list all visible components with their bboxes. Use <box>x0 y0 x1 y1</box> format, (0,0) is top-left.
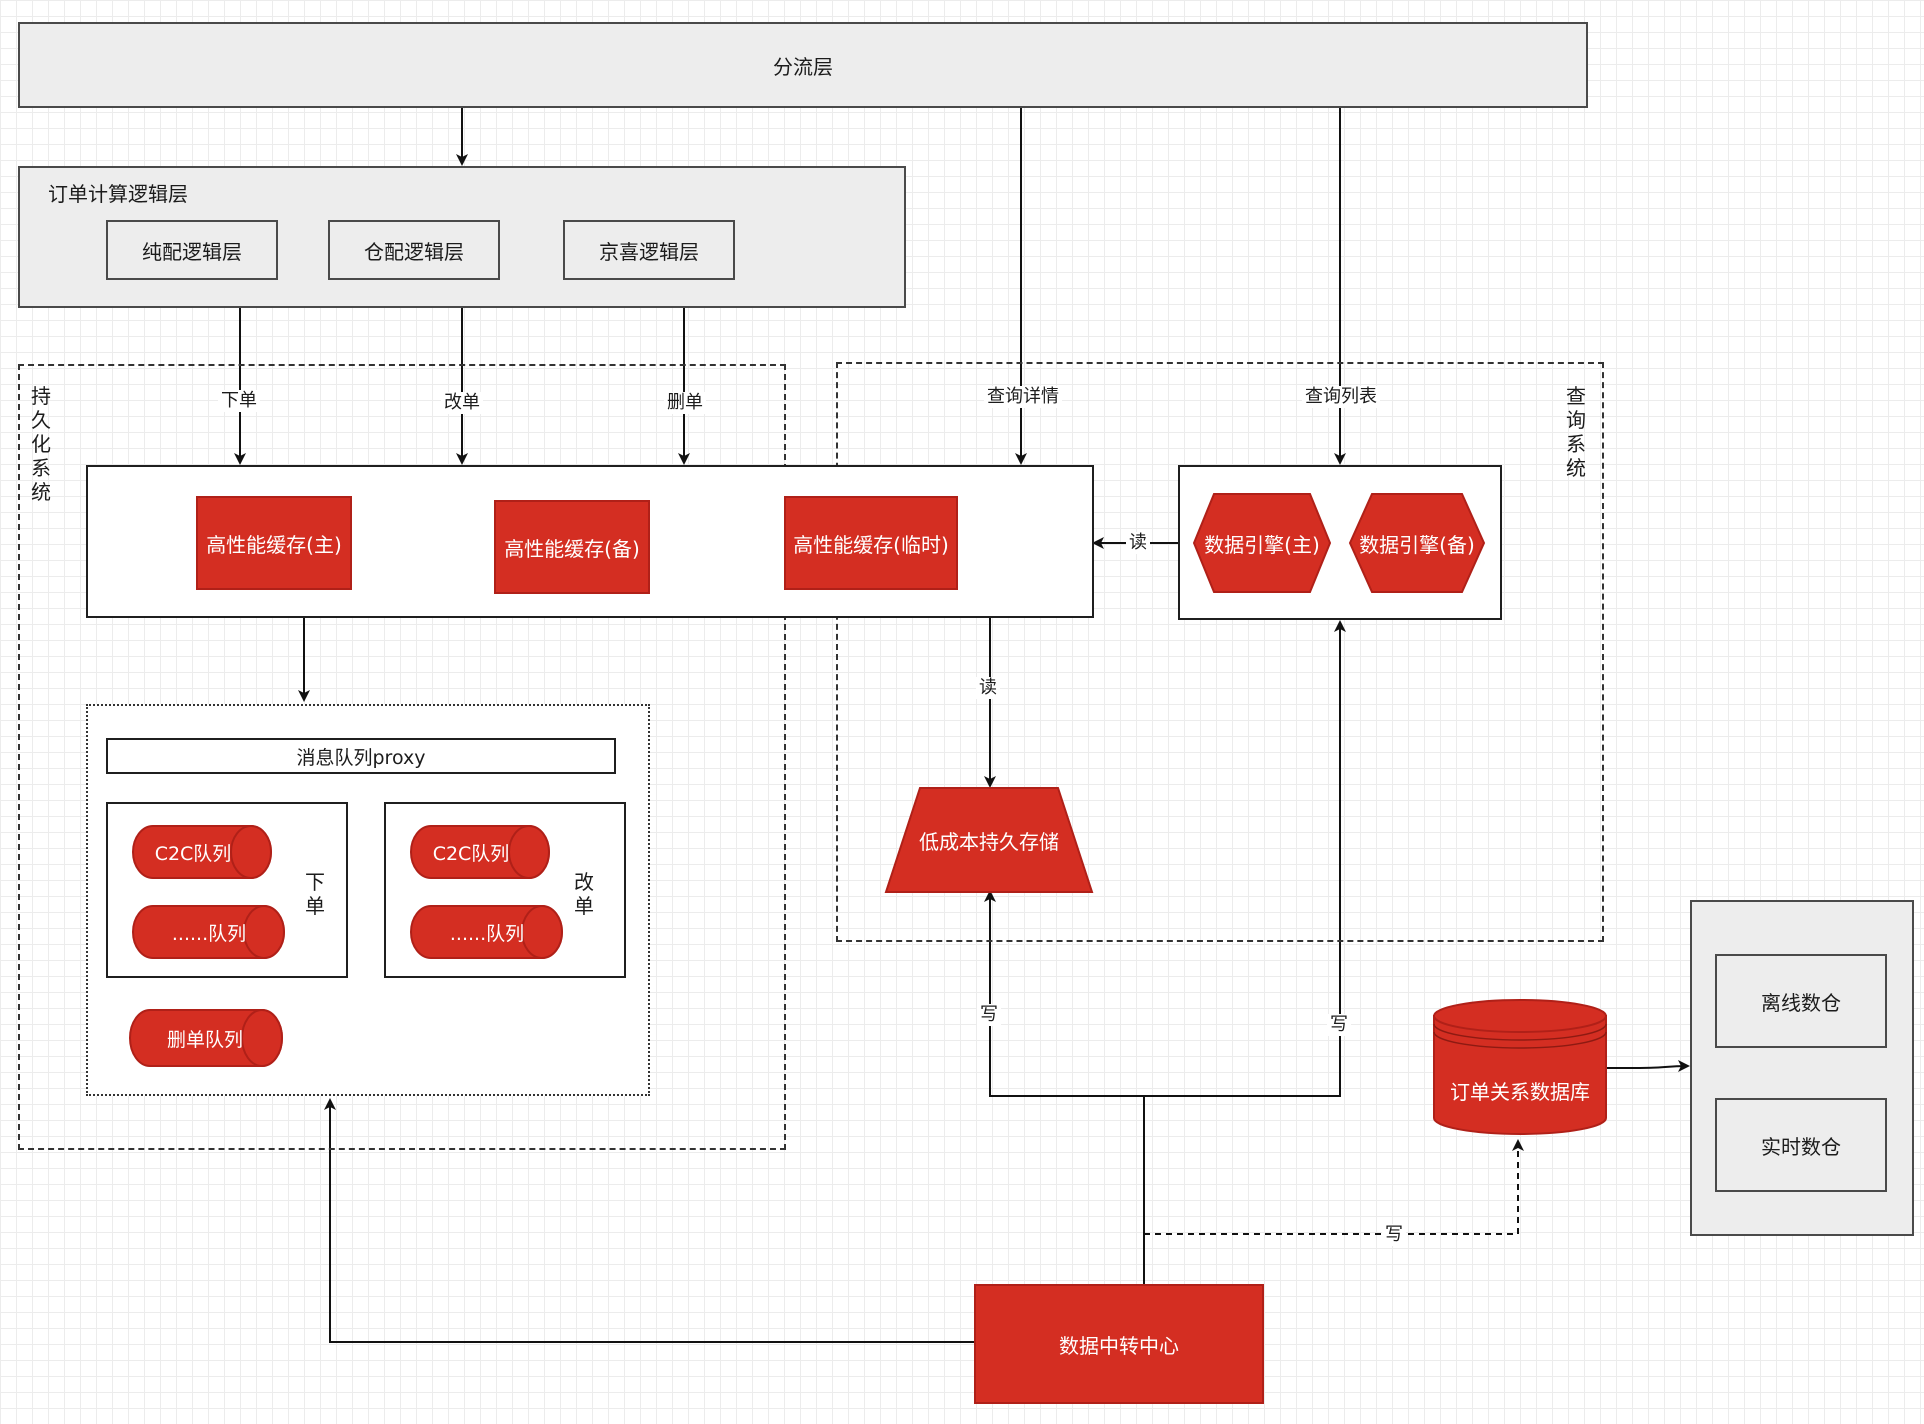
logic-jingxi: 京喜逻辑层 <box>563 220 735 280</box>
relation-db: 订单关系数据库 <box>1450 1079 1590 1104</box>
edge-db-to-warehouse <box>1606 1060 1690 1073</box>
data-transit-center: 数据中转中心 <box>974 1284 1264 1404</box>
edge-label-place-order: 下单 <box>218 390 260 412</box>
edge-label-write-storage: 写 <box>977 1004 1001 1026</box>
order-logic-layer-label: 订单计算逻辑层 <box>48 182 188 206</box>
query-system <box>836 362 1604 942</box>
queue-delete-order: 删单队列 <box>166 1028 243 1051</box>
queue-etc-place-order: ......队列 <box>171 922 247 945</box>
persistence-system <box>18 364 786 1150</box>
logic-pure-delivery: 纯配逻辑层 <box>106 220 278 280</box>
edge-label-write-engine: 写 <box>1327 1014 1351 1036</box>
engine-backup: 数据引擎(备) <box>1359 532 1475 557</box>
queue-c2c-place-order: C2C队列 <box>154 842 232 865</box>
cache-temporary: 高性能缓存(临时) <box>784 496 958 590</box>
edge-label-query-detail: 查询详情 <box>984 386 1062 408</box>
dispatch-layer-label: 分流层 <box>773 54 833 79</box>
warehouse-realtime: 实时数仓 <box>1715 1098 1887 1192</box>
low-cost-storage: 低成本持久存储 <box>919 829 1059 854</box>
edge-write-storage <box>984 890 1144 1097</box>
cache-primary: 高性能缓存(主) <box>196 496 352 590</box>
edge-label-delete-order: 删单 <box>664 392 706 414</box>
query-system-title: 查询系统 <box>1566 384 1586 480</box>
edge-label-modify-order: 改单 <box>441 392 483 414</box>
queue-group-place-order-label: 下单 <box>305 870 325 918</box>
edge-label-write-db: 写 <box>1382 1224 1406 1246</box>
cache-backup: 高性能缓存(备) <box>494 500 650 594</box>
queue-etc-modify-order: ......队列 <box>449 922 525 945</box>
mq-proxy: 消息队列proxy <box>106 738 616 774</box>
persistence-system-title: 持久化系统 <box>31 384 51 504</box>
edge-label-read-down: 读 <box>976 677 1000 699</box>
queue-group-modify-order-label: 改单 <box>574 870 594 918</box>
queue-c2c-modify-order: C2C队列 <box>432 842 510 865</box>
warehouse-offline: 离线数仓 <box>1715 954 1887 1048</box>
edge-write-engine <box>1144 620 1346 1097</box>
dispatch-layer: 分流层 <box>18 22 1588 108</box>
edge-label-query-list: 查询列表 <box>1302 386 1380 408</box>
edge-transit-to-mq <box>324 1098 974 1343</box>
engine-primary: 数据引擎(主) <box>1204 532 1320 557</box>
edge-label-read-left: 读 <box>1126 532 1150 554</box>
edge-write-db <box>1144 1139 1524 1235</box>
logic-warehouse-delivery: 仓配逻辑层 <box>328 220 500 280</box>
